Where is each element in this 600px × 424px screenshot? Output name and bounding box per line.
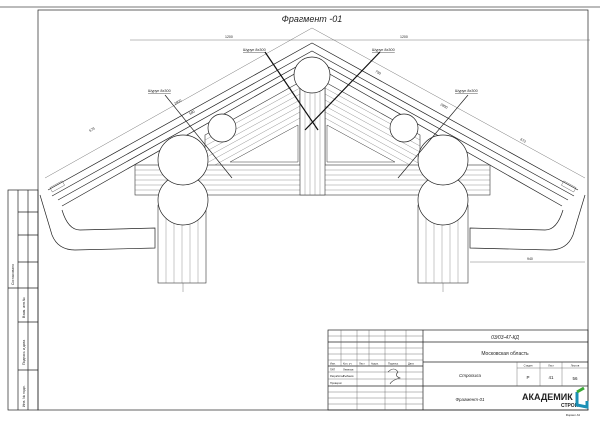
title-block-sheets-label: Листов [571,364,580,368]
drawing-dimensions-slope-right-a: 2800 [440,102,449,109]
title-block-rows-1-name: Рыбаков [343,374,354,378]
title-block-headers-2: Лист [359,362,365,366]
drawing-dimensions-top-right: 1200 [400,35,408,39]
title-block-headers-3: №док. [371,363,379,366]
drawing-dimensions-slope-left-a: 2800 [174,99,183,106]
title-block-logo-text: АКАДЕМИК [522,392,573,402]
title-block-rows-1-role: Разработал [330,374,345,378]
title-block-sheets: 56 [572,376,578,381]
title-block-object: Стропила [459,373,481,378]
company-logo: АКАДЕМИК СТРОЙ [522,386,589,409]
title-block-code: 03/03-47-КД [491,335,519,341]
title-block-sheet: 41 [548,375,554,380]
drawing-title: Фрагмент -01 [282,14,343,24]
drawing-dimensions-slope-right-b: 750 [375,69,382,75]
title-block-rows-0-name: Лемехов [343,368,354,372]
drawing-dimensions-top-left: 1200 [225,35,233,39]
left-eave [39,194,156,251]
title-block-sheet-name: Фрагмент-01 [455,397,485,402]
title-block-headers-5: Дата [408,362,414,366]
title-block-stage: Р [526,375,529,380]
drawing-labels-screw-left: Шуруп 8х300 [148,89,171,93]
drawing-dimensions-slope-left-c: 673 [89,127,96,133]
right-eave [469,194,586,251]
drawing-dimensions-bottom-right: 940 [527,257,533,261]
title-block-headers-0: Изм. [330,362,336,366]
king-post [293,56,331,196]
side-stamp-sign-date: Подпись и дата [22,340,26,365]
drawing-dimensions-slope-right-c: 673 [520,137,527,143]
title-block-headers-4: Подпись [388,362,399,366]
side-stamp: Согласовано Взам. инв.№ Подпись и дата И… [7,189,39,411]
drawing-dimensions-slope-left-b: 580 [189,110,196,116]
title-block-headers-1: Кол. уч. [343,362,352,366]
top-dimension: 1200 1200 673 2800 580 673 2800 750 [44,27,590,179]
title-block-sheet-label: Лист [548,364,554,368]
roof-slopes [39,42,586,251]
title-block-logo-sub: СТРОЙ [561,401,579,409]
wall-logs [157,113,469,226]
screw-callouts: Шуруп 8х300 Шуруп 8х300 Шуруп 8х300 Шуру… [148,48,478,179]
side-stamp-replaced-inv: Взам. инв.№ [22,297,26,318]
title-block-rows-2-role: Проверил [330,381,342,385]
drawing-labels-screw-right: Шуруп 8х300 [455,89,478,93]
title-block-stage-label: Стадия [524,364,533,368]
title-block-location: Московская область [481,351,529,357]
title-block-format: Формат А3 [566,413,581,417]
title-block: Изм. Кол. уч. Лист №док. Подпись Дата ГИ… [327,329,589,417]
title-block-rows-0-role: ГИП [330,368,335,372]
truss-infill [204,81,421,169]
columns [157,204,469,292]
side-stamp-agreed: Согласовано [11,264,15,285]
drawing-labels-screw-right-top: Шуруп 8х300 [372,48,395,52]
signature [387,368,402,385]
ridge-log [293,56,331,94]
bottom-dimension: 940 [470,257,585,263]
side-stamp-inv-orig: Инв. № подл. [22,385,26,407]
drawing-labels-screw-left-top: Шуруп 8х300 [243,48,266,52]
